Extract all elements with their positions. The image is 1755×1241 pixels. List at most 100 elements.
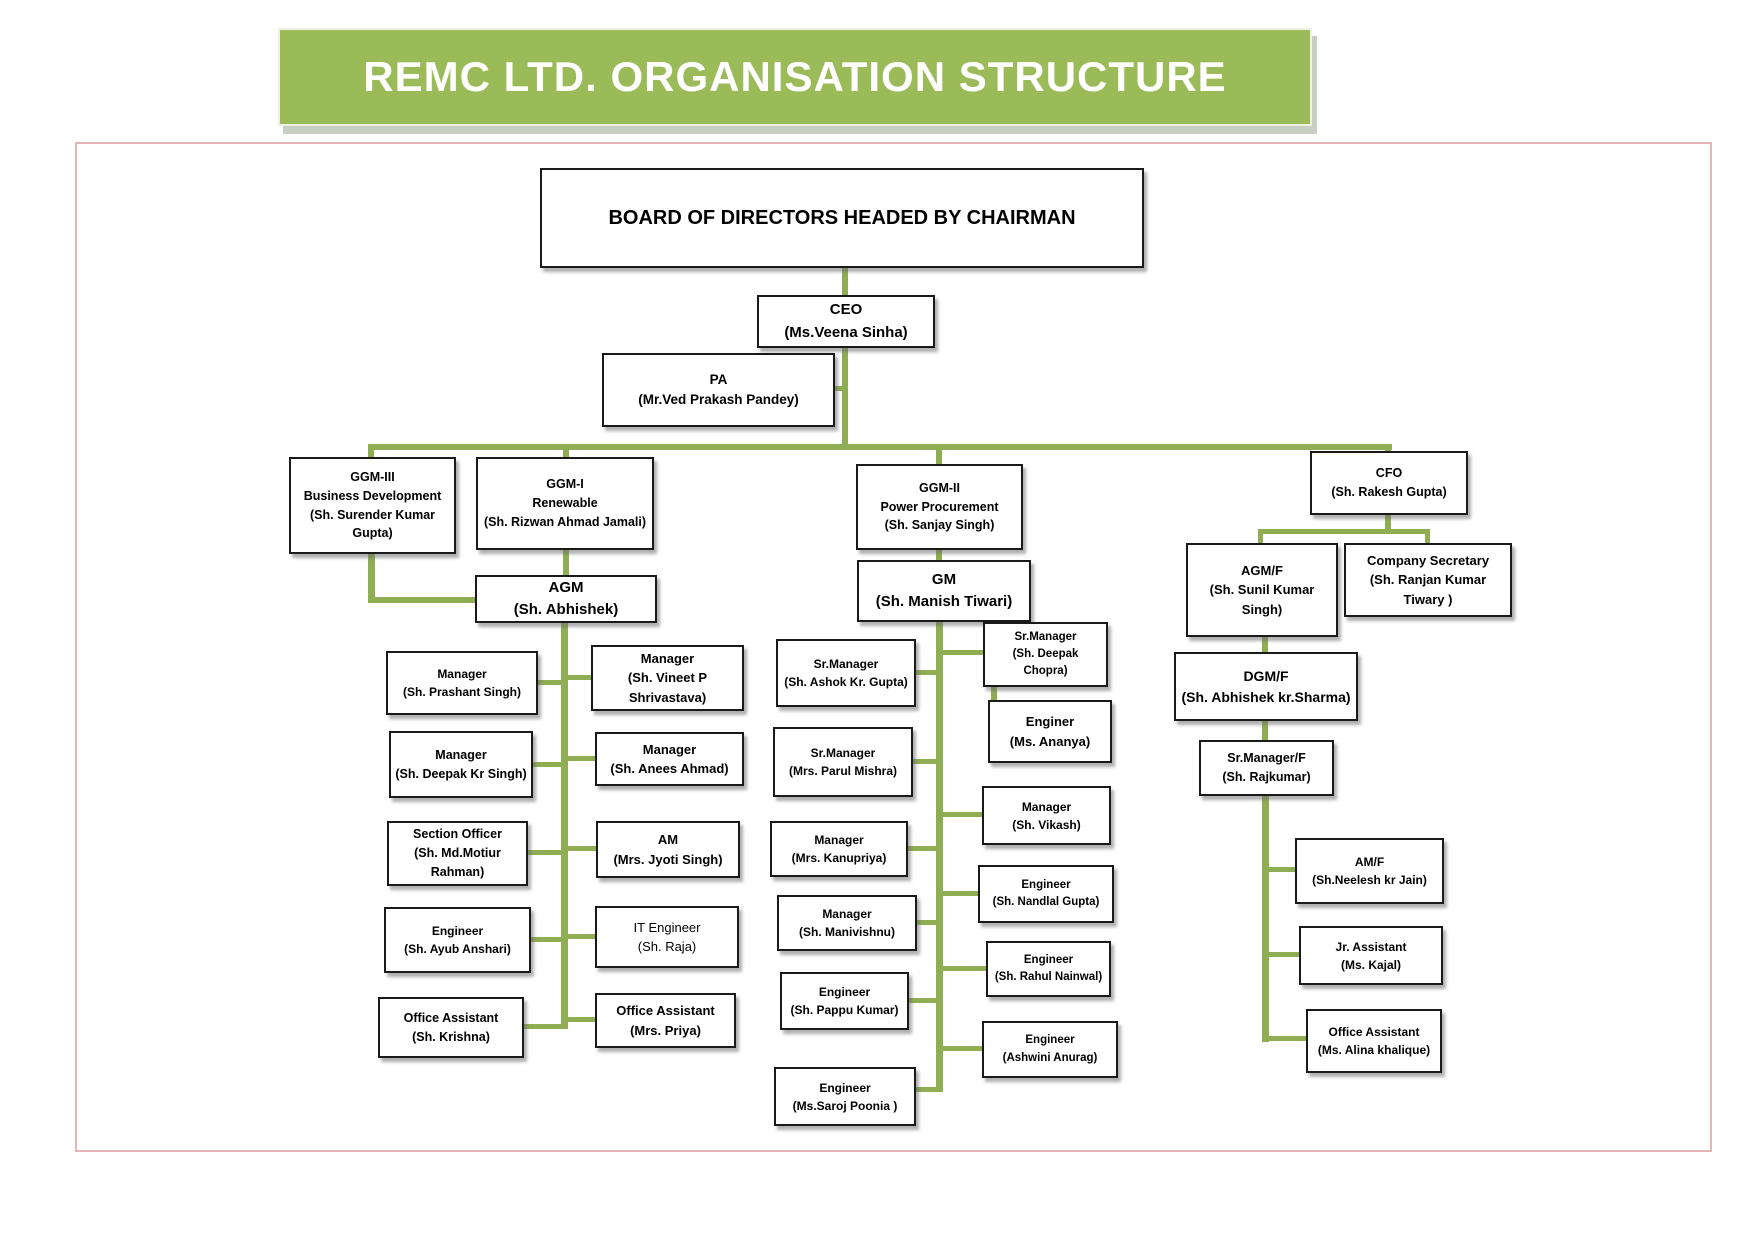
connector-line [561, 623, 568, 1029]
org-box-d3: Manager(Sh. Vikash) [982, 786, 1111, 845]
connector-line [1262, 796, 1269, 1042]
org-box-c4-person: (Sh. Manivishnu) [799, 925, 895, 939]
page-title: REMC LTD. ORGANISATION STRUCTURE [363, 53, 1227, 100]
org-box-ggm2-role: GGM-II [919, 480, 960, 495]
org-box-f3-person: (Ms. Alina khalique) [1317, 1043, 1431, 1057]
org-box-b3-role: AM [657, 832, 679, 847]
org-box-board: BOARD OF DIRECTORS HEADED BY CHAIRMAN [540, 168, 1144, 268]
connector-line [907, 998, 940, 1003]
org-box-cs: Company Secretary(Sh. Ranjan Kumar Tiwar… [1344, 543, 1512, 617]
connector-line [940, 891, 980, 896]
org-box-c5-person: (Sh. Pappu Kumar) [790, 1003, 899, 1017]
org-box-gm: GM(Sh. Manish Tiwari) [857, 560, 1031, 622]
connector-line [370, 444, 1392, 450]
org-box-agm-role: AGM [548, 578, 584, 596]
org-box-d1-person: (Sh. Deepak Chopra) [1012, 647, 1079, 678]
org-box-ggm3-role: GGM-III [350, 470, 395, 484]
org-box-b5-person: (Mrs. Priya) [630, 1022, 701, 1038]
connector-line [1258, 529, 1430, 534]
connector-line [563, 550, 569, 575]
org-box-b2-person: (Sh. Anees Ahmad) [610, 761, 729, 776]
org-box-ggm1-person: (Sh. Rizwan Ahmad Jamali) [483, 514, 647, 529]
org-box-f1-person: (Sh.Neelesh kr Jain) [1312, 873, 1427, 887]
org-box-c5-role: Engineer [818, 985, 871, 999]
org-box-b1: Manager(Sh. Vineet P Shrivastava) [591, 645, 744, 711]
org-box-c2-role: Sr.Manager [810, 746, 876, 760]
connector-line [1425, 529, 1430, 543]
org-box-d6: Engineer(Ashwini Anurag) [982, 1021, 1118, 1078]
org-box-c1-role: Sr.Manager [813, 657, 879, 671]
org-box-gm-person: (Sh. Manish Tiwari) [875, 593, 1013, 610]
connector-line [368, 554, 375, 602]
connector-line [991, 687, 997, 701]
connector-line [1266, 867, 1296, 872]
org-box-b2-role: Manager [642, 741, 697, 757]
org-box-pa-person: (Mr.Ved Prakash Pandey) [638, 392, 799, 407]
org-box-a5-person: (Sh. Krishna) [412, 1029, 490, 1044]
org-box-d1-role: Sr.Manager [1014, 630, 1077, 643]
connector-line [842, 348, 848, 449]
org-box-b4-role: IT Engineer [633, 919, 701, 935]
connector-line [565, 675, 593, 680]
org-box-b1-person: (Sh. Vineet P Shrivastava) [627, 670, 708, 705]
org-box-ggm1-dept: Renewable [532, 496, 598, 511]
org-box-f2-person: (Ms. Kajal) [1340, 957, 1401, 972]
org-box-b3: AM (Mrs. Jyoti Singh) [596, 821, 740, 878]
connector-line [529, 937, 565, 942]
connector-line [1266, 1036, 1307, 1041]
connector-line [522, 1024, 565, 1029]
org-box-d5: Engineer(Sh. Rahul Nainwal) [986, 941, 1111, 997]
connector-line [936, 444, 942, 464]
connector-line [936, 550, 942, 560]
org-box-a1: Manager(Sh. Prashant Singh) [386, 651, 538, 715]
connector-line [1262, 721, 1268, 740]
org-box-c6: Engineer(Ms.Saroj Poonia ) [774, 1067, 916, 1126]
connector-line [565, 934, 597, 939]
connector-line [940, 812, 984, 817]
connector-line [368, 597, 475, 603]
org-box-b2: Manager (Sh. Anees Ahmad) [595, 732, 744, 786]
org-box-b5-role: Office Assistant [616, 1003, 715, 1018]
org-box-a2-role: Manager [435, 747, 487, 762]
connector-line [536, 680, 566, 685]
org-box-srmf-person: (Sh. Rajkumar) [1222, 770, 1311, 784]
org-box-pa: PA(Mr.Ved Prakash Pandey) [602, 353, 835, 427]
org-box-f2: Jr. Assistant(Ms. Kajal) [1299, 926, 1443, 985]
org-box-c6-person: (Ms.Saroj Poonia ) [792, 1098, 898, 1113]
org-box-a5-role: Office Assistant [403, 1010, 499, 1025]
org-box-cfo-person: (Sh. Rakesh Gupta) [1331, 485, 1447, 499]
org-box-c5: Engineer (Sh. Pappu Kumar) [780, 972, 909, 1030]
connector-line [915, 920, 940, 925]
connector-line [911, 759, 940, 764]
org-box-ggm1-role: GGM-I [546, 477, 584, 492]
org-box-srmf-role: Sr.Manager/F [1227, 751, 1306, 766]
org-box-a5: Office Assistant (Sh. Krishna) [378, 997, 524, 1058]
chart-frame [75, 142, 1712, 1152]
org-box-ggm1: GGM-I Renewable (Sh. Rizwan Ahmad Jamali) [476, 457, 654, 550]
connector-line [565, 846, 598, 851]
org-box-c1: Sr.Manager (Sh. Ashok Kr. Gupta) [776, 639, 916, 707]
org-box-d4: Engineer(Sh. Nandlal Gupta) [978, 865, 1114, 923]
org-box-agm-person: (Sh. Abhishek) [513, 601, 619, 618]
connector-line [940, 966, 988, 971]
org-box-c1-person: (Sh. Ashok Kr. Gupta) [784, 675, 908, 689]
connector-line [940, 1046, 984, 1051]
org-box-cs-role: Company Secretary [1366, 552, 1490, 568]
org-box-a4-role: Engineer [431, 924, 484, 938]
org-box-b5: Office Assistant (Mrs. Priya) [595, 993, 736, 1048]
org-box-c3-person: (Mrs. Kanupriya) [791, 851, 887, 865]
org-box-ceo: CEO(Ms.Veena Sinha) [757, 295, 935, 348]
org-box-b3-person: (Mrs. Jyoti Singh) [613, 851, 723, 867]
connector-line [565, 1017, 597, 1022]
org-box-a3: Section Officer(Sh. Md.Motiur Rahman) [387, 821, 528, 886]
connector-line [368, 444, 374, 457]
org-box-agmf: AGM/F(Sh. Sunil Kumar Singh) [1186, 543, 1338, 637]
org-box-ggm2-person: (Sh. Sanjay Singh) [884, 518, 995, 533]
connector-line [1385, 515, 1391, 534]
org-box-ggm3-dept: Business Development [303, 488, 442, 503]
connector-line [914, 670, 940, 675]
connector-line [936, 622, 943, 1092]
org-box-d2-role: Enginer [1025, 714, 1075, 729]
org-box-c2-person: (Mrs. Parul Mishra) [788, 764, 898, 778]
